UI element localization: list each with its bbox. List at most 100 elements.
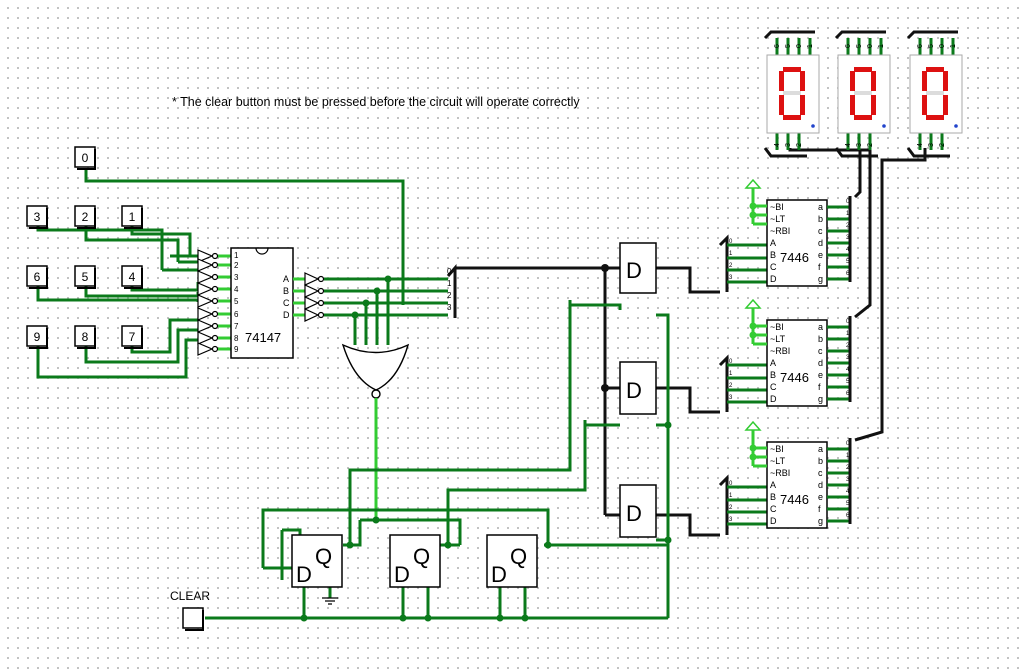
decoder-2-busbit-3: 3 xyxy=(729,395,733,401)
display-1-bot-pin-1: 3 xyxy=(785,143,792,147)
decoder-2-busbit-0: 0 xyxy=(729,359,733,365)
decoder-3-busbit-0: 0 xyxy=(729,481,733,487)
control-wires xyxy=(205,300,670,620)
display-1-bot-pin-0: 4 xyxy=(774,143,781,147)
display-1-top-pin-3: 1 xyxy=(807,44,814,48)
decoder-2-bit-0: 0 xyxy=(846,319,850,325)
button-7[interactable]: 7 xyxy=(121,325,143,349)
display-2-seg-d xyxy=(854,115,872,120)
button-9-label: 9 xyxy=(34,330,41,344)
decoder-2-bit-4: 4 xyxy=(846,367,850,373)
decoder-1-bit-0: 0 xyxy=(846,199,850,205)
enc-in-8: 8 xyxy=(234,334,239,343)
flipflop-3-label: D xyxy=(491,562,507,587)
decoder-3-out-0: a xyxy=(818,444,823,454)
decoder-2-in-4: B xyxy=(770,370,776,380)
enc-in-6: 6 xyxy=(234,310,239,319)
display-2-seg-e xyxy=(850,95,855,115)
decoder-2-in-3: A xyxy=(770,358,776,368)
button-6[interactable]: 6 xyxy=(26,265,48,289)
decoder-3-bit-0: 0 xyxy=(846,441,850,447)
display-3-bot-pin-2: 2 xyxy=(939,143,946,147)
decoder-2-bit-3: 3 xyxy=(846,355,850,361)
decoder-2-name: 7446 xyxy=(780,370,809,385)
decoder-1-out-3: d xyxy=(818,238,823,248)
enc-in-3: 3 xyxy=(234,273,239,282)
decoder-2-out-3: d xyxy=(818,358,823,368)
decoder-1-in-3: A xyxy=(770,238,776,248)
decoder-buses xyxy=(718,234,729,535)
enc-in-7: 7 xyxy=(234,322,239,331)
decoder-2-out-6: g xyxy=(818,394,823,404)
ground-icon xyxy=(322,597,338,605)
display-1-top-pin-0: 6 xyxy=(774,44,781,48)
button-4[interactable]: 4 xyxy=(121,265,143,289)
display-1-seg-f xyxy=(779,71,784,91)
decoder-2-in-5: C xyxy=(770,382,777,392)
bcd-junctions xyxy=(351,275,392,319)
button-8[interactable]: 8 xyxy=(74,325,96,349)
encoder-74147[interactable]: 1 2 3 4 5 6 7 8 9 A B C D 74147 xyxy=(230,247,294,359)
decoders: ~BI~LT~RBIABCDabcdefg744601234560123~BI~… xyxy=(729,178,852,529)
decoder-1-bit-5: 5 xyxy=(846,259,850,265)
enc-out-a: A xyxy=(283,274,289,284)
decoder-3-bit-6: 6 xyxy=(846,513,850,519)
flipflop-1[interactable]: D Q xyxy=(291,534,343,588)
decoder-3-in-5: C xyxy=(770,504,777,514)
display-2-seg-g xyxy=(854,91,872,95)
register-3[interactable]: D xyxy=(619,484,657,538)
decoder-2-bit-5: 5 xyxy=(846,379,850,385)
decoder-2-in-6: D xyxy=(770,394,777,404)
button-2[interactable]: 2 xyxy=(74,205,96,229)
button-wires xyxy=(36,168,405,379)
flipflop-2[interactable]: D Q xyxy=(389,534,441,588)
display-1-seg-a xyxy=(783,67,801,72)
button-8-label: 8 xyxy=(82,330,89,344)
flipflop-3[interactable]: D Q xyxy=(486,534,538,588)
button-0[interactable]: 0 xyxy=(74,146,96,170)
display-2-seg-c xyxy=(871,95,876,115)
button-5[interactable]: 5 xyxy=(74,265,96,289)
decoder-2-bit-6: 6 xyxy=(846,391,850,397)
button-1[interactable]: 1 xyxy=(121,205,143,229)
display-2-top-pin-1: 5 xyxy=(856,44,863,48)
display-2-seg-f xyxy=(850,71,855,91)
decoder-3-bit-4: 4 xyxy=(846,489,850,495)
display-2-bot-pin-0: 4 xyxy=(845,143,852,147)
flipflop-1-q: Q xyxy=(315,544,332,569)
decoder-1-bit-1: 1 xyxy=(846,211,850,217)
register-1-label: D xyxy=(626,258,642,283)
decoder-3-name: 7446 xyxy=(780,492,809,507)
decoder-1-busbit-3: 3 xyxy=(729,275,733,281)
enc-out-c: C xyxy=(283,298,290,308)
decoder-1-busbit-1: 1 xyxy=(729,251,733,257)
clear-button[interactable] xyxy=(182,607,204,631)
display-3-bot-pin-1: 3 xyxy=(928,143,935,147)
display-1-seg-d xyxy=(783,115,801,120)
flipflop-1-label: D xyxy=(296,562,312,587)
enc-in-4: 4 xyxy=(234,285,239,294)
button-9[interactable]: 9 xyxy=(26,325,48,349)
encoder-name: 74147 xyxy=(245,330,281,345)
button-3[interactable]: 3 xyxy=(26,205,48,229)
display-1-bot-pin-2: 2 xyxy=(796,143,803,147)
input-buttons: 0 1 2 3 4 5 6 7 xyxy=(26,146,143,349)
display-2-top-pin-3: 1 xyxy=(878,44,885,48)
register-2[interactable]: D xyxy=(619,361,657,415)
decoder-2-out-0: a xyxy=(818,322,823,332)
decoder-3-busbit-3: 3 xyxy=(729,517,733,523)
bus-label-0: 0 xyxy=(447,267,452,276)
register-1[interactable]: D xyxy=(619,242,657,294)
button-3-label: 3 xyxy=(34,210,41,224)
decoder-2-busbit-2: 2 xyxy=(729,383,733,389)
flipflop-3-q: Q xyxy=(510,544,527,569)
bus-splitter: 0 1 2 3 xyxy=(446,264,457,318)
decoder-1-out-5: f xyxy=(818,262,821,272)
display-3-bot-pin-0: 4 xyxy=(917,143,924,147)
flipflop-2-label: D xyxy=(394,562,410,587)
bcd-wires xyxy=(324,277,448,345)
